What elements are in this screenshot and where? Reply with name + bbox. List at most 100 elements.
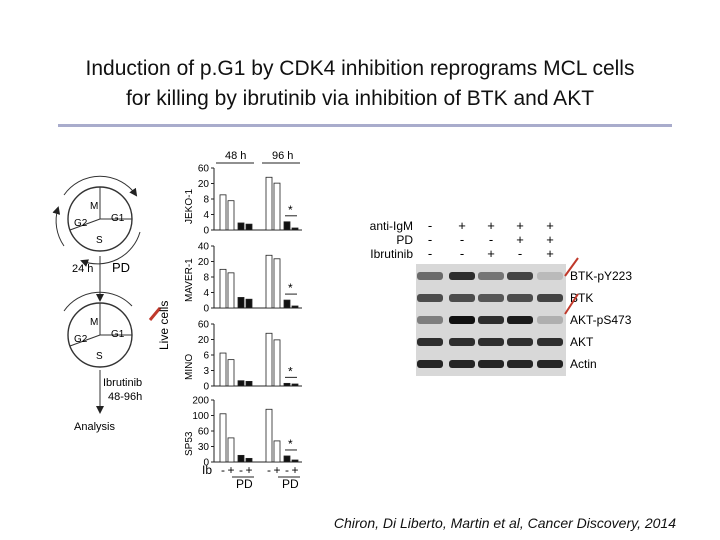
treatment-sign: - <box>460 232 464 247</box>
x-sign: - <box>267 463 271 477</box>
bar-panels: 48 h 96 h Live cells Ib PD PD JEKO-16020… <box>157 150 302 491</box>
blot-band <box>449 338 475 346</box>
bar <box>227 200 235 231</box>
bar <box>283 382 291 387</box>
western-blot: anti-IgM-++++PD---++Ibrutinib--+-+BTK-pY… <box>370 218 632 376</box>
x-sign: - <box>221 463 225 477</box>
phase-g2: G2 <box>74 218 88 229</box>
bar <box>245 298 253 309</box>
bar <box>273 339 281 387</box>
bar <box>291 305 299 309</box>
blot-band <box>449 316 475 324</box>
phase-s: S <box>96 235 103 246</box>
blot-band <box>537 360 563 368</box>
blot-band <box>478 360 504 368</box>
band-label: AKT <box>570 335 594 349</box>
bar <box>273 258 281 309</box>
blot-band <box>449 294 475 302</box>
bar <box>283 455 291 463</box>
bar <box>265 332 273 387</box>
y-tick-label: 0 <box>203 226 209 237</box>
blot-band <box>417 316 443 324</box>
pd-label-96h: PD <box>282 477 299 491</box>
band-label: BTK-pY223 <box>570 269 632 283</box>
treatment-sign: - <box>460 246 464 261</box>
treatment-sign: + <box>487 218 495 233</box>
bar <box>219 194 227 231</box>
stat-marker: * <box>288 203 293 217</box>
y-tick-label: 30 <box>198 442 210 453</box>
y-tick-label: 60 <box>198 320 210 331</box>
x-sign: + <box>291 463 298 477</box>
stat-marker: * <box>288 364 293 378</box>
blot-band <box>537 316 563 324</box>
bar <box>273 182 281 231</box>
cell-line-label: MINO <box>184 354 195 380</box>
phase-m: M <box>90 201 98 212</box>
y-tick-label: 20 <box>198 257 210 268</box>
treatment-sign: + <box>516 232 524 247</box>
x-row-label-ib: Ib <box>202 463 212 477</box>
bar <box>227 437 235 463</box>
y-tick-label: 0 <box>203 304 209 315</box>
bar <box>273 440 281 463</box>
highlight-arrow <box>564 293 579 315</box>
step2-time: 48-96h <box>108 391 142 403</box>
bar <box>237 454 245 463</box>
title-line-2: for killing by ibrutinib via inhibition … <box>125 87 595 110</box>
treatment-sign: + <box>487 246 495 261</box>
treatment-sign: - <box>428 218 432 233</box>
y-tick-label: 100 <box>192 411 209 422</box>
blot-band <box>449 272 475 280</box>
phase-g2-2: G2 <box>74 334 88 345</box>
treatment-sign: - <box>489 232 493 247</box>
bar <box>283 221 291 231</box>
y-tick-label: 0 <box>203 458 209 469</box>
cell-cycle-diagram-top: M G1 S G2 <box>52 175 141 267</box>
y-tick-label: 40 <box>198 242 210 253</box>
treatment-sign: + <box>546 218 554 233</box>
x-sign: - <box>239 463 243 477</box>
treatment-sign: + <box>516 218 524 233</box>
bar <box>245 457 253 463</box>
analysis-label: Analysis <box>74 421 115 433</box>
phase-m-2: M <box>90 317 98 328</box>
pd-label-48h: PD <box>236 477 253 491</box>
blot-band <box>537 294 563 302</box>
phase-g1-2: G1 <box>111 329 125 340</box>
bar <box>265 254 273 309</box>
bar <box>291 459 299 463</box>
blot-band <box>417 272 443 280</box>
treatment-sign: - <box>428 232 432 247</box>
treatment-sign: - <box>518 246 522 261</box>
bar <box>265 408 273 463</box>
y-tick-label: 20 <box>198 179 210 190</box>
bar <box>291 383 299 387</box>
blot-band <box>537 338 563 346</box>
treatment-label: Ibrutinib <box>370 247 413 261</box>
y-tick-label: 8 <box>203 195 209 206</box>
cell-cycle-schematic: M G1 S G2 24 h PD M G1 S G2 Ibrutinib 48… <box>52 175 162 433</box>
x-sign: + <box>245 463 252 477</box>
bar <box>245 223 253 231</box>
cell-line-label: MAVER-1 <box>184 258 195 302</box>
time-label-48h: 48 h <box>225 150 246 162</box>
stat-marker: * <box>288 437 293 451</box>
time-label-96h: 96 h <box>272 150 293 162</box>
blot-band <box>507 338 533 346</box>
band-label: AKT-pS473 <box>570 313 632 327</box>
blot-band <box>417 294 443 302</box>
blot-band <box>507 272 533 280</box>
x-sign: - <box>285 463 289 477</box>
y-tick-label: 4 <box>203 210 209 221</box>
step1-time: 24 h <box>72 263 93 275</box>
bar <box>227 272 235 309</box>
cell-cycle-diagram-arrested: M G1 S G2 <box>63 291 162 368</box>
blot-band <box>417 360 443 368</box>
y-tick-label: 4 <box>203 288 209 299</box>
blot-band <box>507 316 533 324</box>
